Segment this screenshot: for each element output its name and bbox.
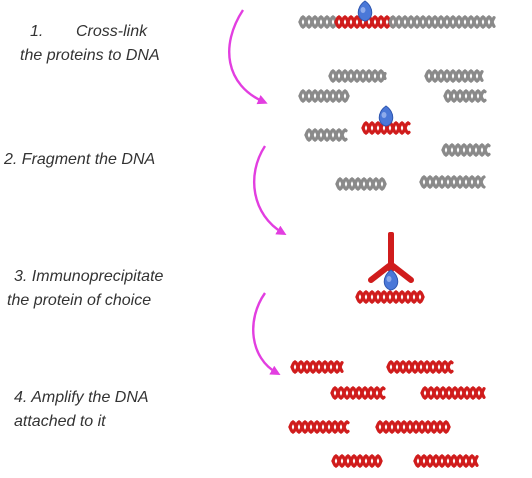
dna-fragment-gray	[443, 89, 487, 103]
dna-fragment-gray	[335, 177, 387, 191]
curved-arrow-icon	[252, 145, 287, 236]
curved-arrow-icon	[252, 292, 281, 375]
dna-fragment-gray	[441, 143, 491, 157]
dna-amplified-red	[290, 360, 344, 374]
dna-fragment-gray	[298, 89, 350, 103]
protein-icon	[383, 269, 399, 291]
dna-amplified-red	[413, 454, 479, 468]
dna-fragment-red	[355, 290, 425, 304]
step-4-text-line1: 4. Amplify the DNA	[14, 389, 149, 406]
step-3-text-line2: the protein of choice	[7, 292, 152, 309]
curved-arrow-icon	[228, 9, 268, 105]
dna-fragment-gray	[419, 175, 486, 189]
step-1-text-line1: Cross-link	[76, 23, 148, 40]
protein-layer	[357, 0, 414, 291]
arrow-layer	[228, 9, 287, 375]
step-4-text-line2: attached to it	[14, 413, 106, 430]
dna-amplified-red	[331, 454, 383, 468]
dna-amplified-red	[375, 420, 451, 434]
dna-amplified-red	[420, 386, 486, 400]
dna-gray-segment	[298, 15, 340, 29]
antibody-icon	[368, 232, 414, 283]
step-2-text: 2. Fragment the DNA	[4, 151, 156, 168]
dna-amplified-red	[330, 386, 386, 400]
step-1-text-line2: the proteins to DNA	[20, 47, 160, 64]
step-3-text-line1: 3. Immunoprecipitate	[14, 268, 164, 285]
step-1-number: 1.	[30, 23, 44, 40]
protein-icon	[357, 0, 373, 22]
dna-fragment-gray	[304, 128, 348, 142]
dna-gray-segment	[388, 15, 496, 29]
dna-amplified-red	[288, 420, 350, 434]
protein-icon	[378, 105, 394, 127]
dna-fragment-gray	[328, 69, 387, 83]
dna-amplified-red	[386, 360, 454, 374]
dna-fragment-gray	[424, 69, 484, 83]
dna-layer	[288, 15, 496, 468]
